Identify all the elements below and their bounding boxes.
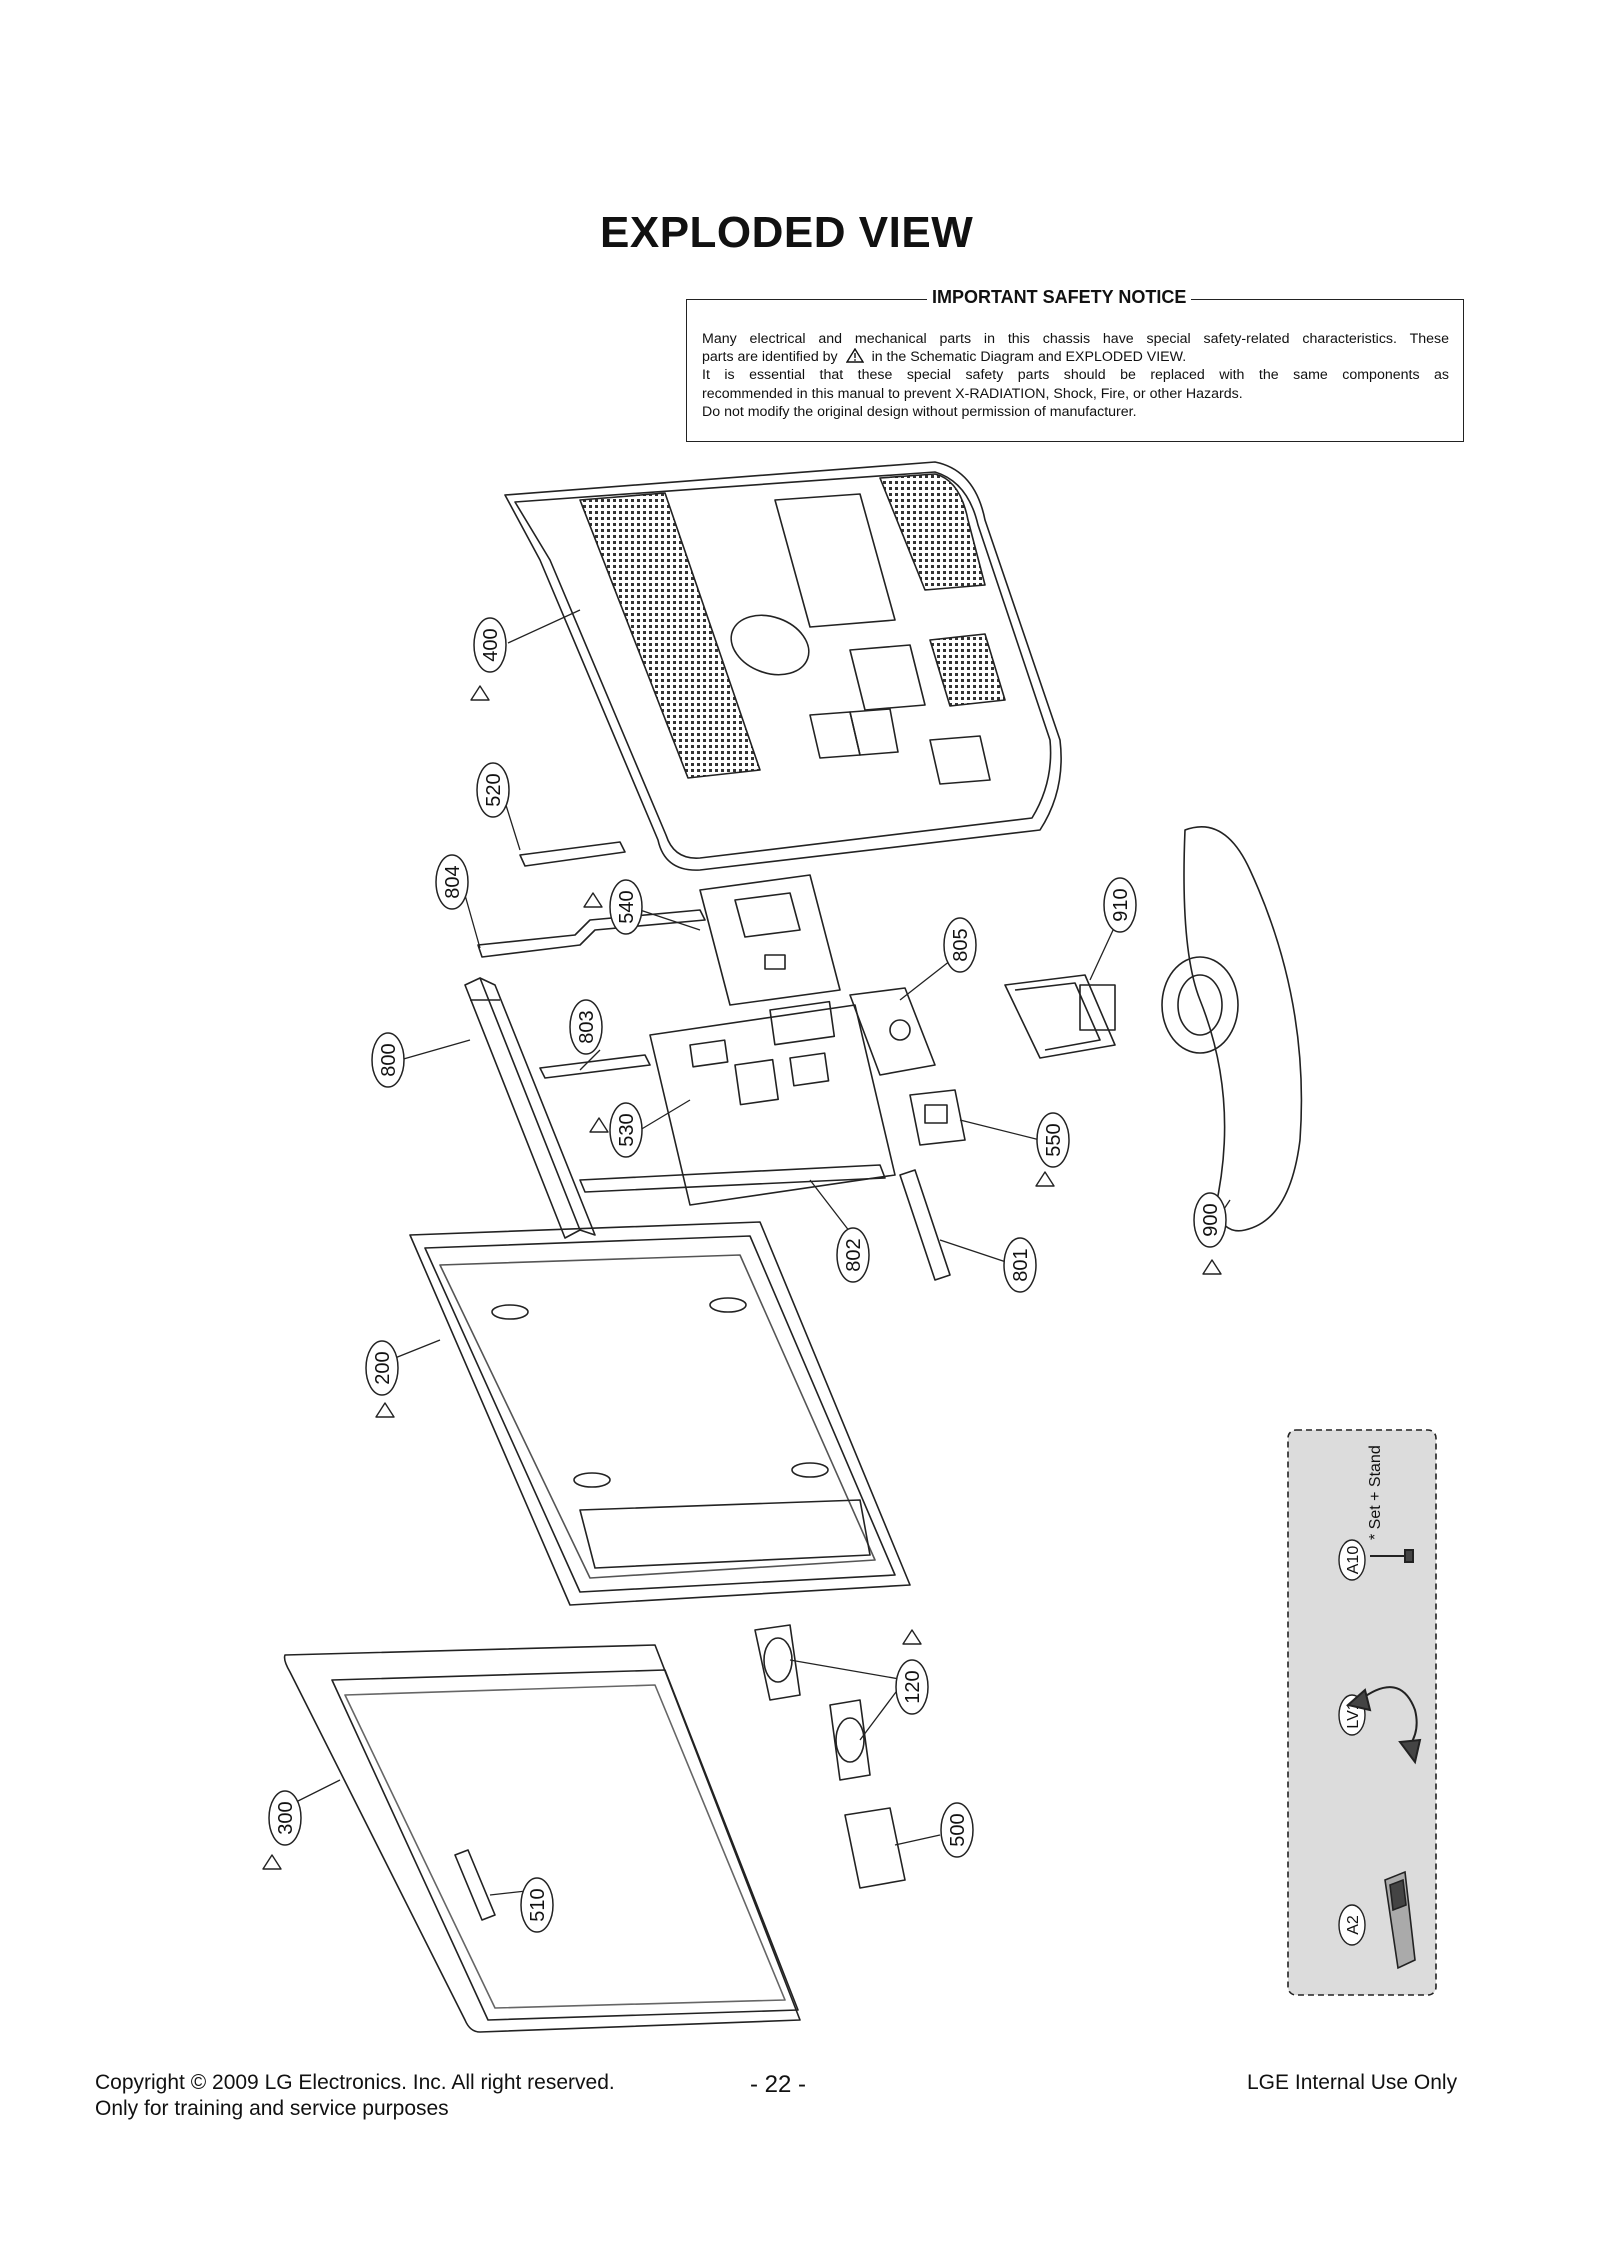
- callout-120: 120: [902, 1670, 924, 1703]
- accessories-panel: A10 * Set + Stand LV1 A2: [1287, 1429, 1437, 1996]
- callout-910: 910: [1110, 888, 1132, 921]
- callout-labels: 400 520 540 804 800 803 530 805 910 550 …: [275, 628, 1222, 1921]
- notice-line-4: recommended in this manual to prevent X-…: [702, 385, 1243, 402]
- accessory-a2-label: A2: [1345, 1915, 1362, 1935]
- chassis-frame-200-part: [409, 1221, 911, 1606]
- callout-805: 805: [950, 928, 972, 961]
- safety-notice-body: Many electrical and mechanical parts in …: [702, 330, 1449, 421]
- accessory-a10-note: * Set + Stand: [1367, 1445, 1384, 1540]
- page-number: - 22 -: [750, 2071, 807, 2098]
- callout-520: 520: [483, 773, 505, 806]
- cable-icon: [1345, 1686, 1422, 1765]
- callout-200: 200: [372, 1351, 394, 1384]
- callout-803: 803: [576, 1010, 598, 1043]
- bracket-802-part: [579, 1164, 886, 1193]
- bracket-805-part: [849, 987, 936, 1076]
- main-board-540-part: [699, 874, 841, 1006]
- callout-802: 802: [843, 1238, 865, 1271]
- callout-400: 400: [480, 628, 502, 661]
- notice-line-2: parts are identified by in the Schematic…: [702, 347, 1449, 366]
- bracket-801-part: [899, 1169, 951, 1281]
- leader-lines: [279, 609, 1231, 1896]
- page-title: EXPLODED VIEW: [600, 208, 974, 257]
- speaker-120-part: [754, 1624, 871, 1781]
- notice-line-1: Many electrical and mechanical parts in …: [702, 331, 1449, 347]
- notice-line-2-end: in the Schematic Diagram and EXPLODED VI…: [871, 349, 1187, 366]
- stand-base-900-part: [1161, 826, 1303, 1232]
- screw-icon: [1370, 1549, 1414, 1563]
- safety-notice-box: IMPORTANT SAFETY NOTICE Many electrical …: [686, 287, 1464, 442]
- remote-control-icon: [1384, 1870, 1416, 1970]
- notice-line-3: It is essential that these special safet…: [702, 367, 1449, 384]
- callout-550: 550: [1043, 1123, 1065, 1156]
- footer-copyright: Copyright © 2009 LG Electronics. Inc. Al…: [95, 2071, 615, 2094]
- back-cover-part: [504, 461, 1062, 871]
- callout-ovals: [268, 617, 1227, 1933]
- callout-800: 800: [378, 1043, 400, 1076]
- stand-body-910-part: [1004, 974, 1116, 1059]
- callout-804: 804: [442, 865, 464, 898]
- notice-line-5: Do not modify the original design withou…: [702, 403, 1137, 420]
- safety-notice-heading: IMPORTANT SAFETY NOTICE: [927, 287, 1192, 308]
- module-550-part: [909, 1089, 966, 1146]
- bracket-803-part: [539, 1054, 651, 1079]
- callout-500: 500: [947, 1813, 969, 1846]
- power-board-530-part: [649, 1000, 896, 1206]
- bracket-520-part: [519, 841, 626, 867]
- warning-triangle-icon: [845, 347, 864, 363]
- footer-internal: LGE Internal Use Only: [1247, 2071, 1458, 2094]
- callout-801: 801: [1010, 1248, 1032, 1281]
- accessory-a10-label: A10: [1345, 1546, 1362, 1575]
- callout-300: 300: [275, 1801, 297, 1834]
- board-500-part: [844, 1807, 906, 1889]
- notice-line-2-start: parts are identified by: [702, 349, 838, 366]
- callout-510: 510: [527, 1888, 549, 1921]
- frame-800-part: [464, 977, 596, 1239]
- front-cover-300-part: [283, 1644, 801, 2033]
- bracket-804-part: [477, 909, 706, 958]
- footer-training: Only for training and service purposes: [95, 2097, 449, 2120]
- callout-540: 540: [616, 890, 638, 923]
- safety-markers: [262, 685, 1222, 1870]
- callout-530: 530: [616, 1113, 638, 1146]
- callout-900: 900: [1200, 1203, 1222, 1236]
- board-510-part: [454, 1849, 496, 1921]
